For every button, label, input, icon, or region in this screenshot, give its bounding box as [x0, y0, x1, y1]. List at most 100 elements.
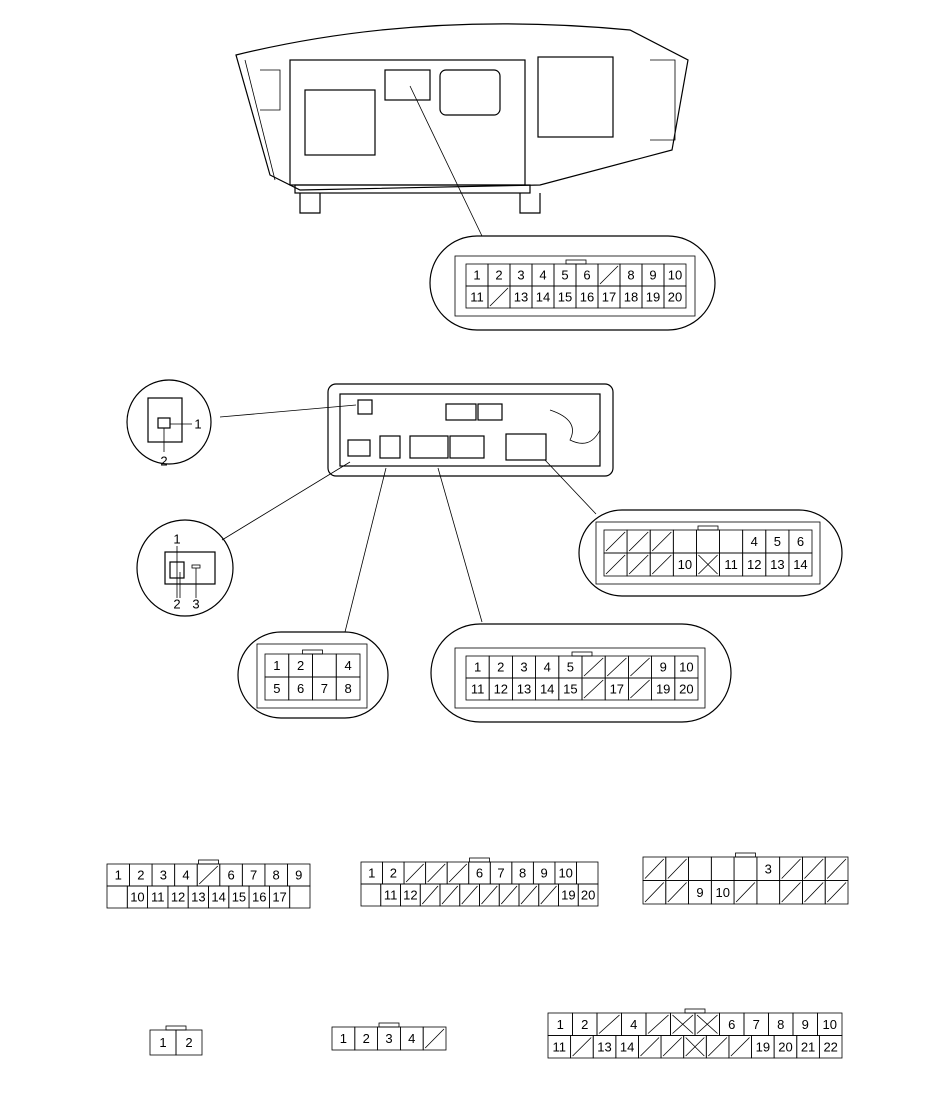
pin-number: 8 — [345, 681, 352, 696]
pin-number: 9 — [295, 868, 302, 883]
unused-pin-mark — [672, 1014, 694, 1034]
pin-number: 11 — [471, 682, 485, 697]
pin-number: 5 — [774, 534, 781, 549]
pin-cell — [312, 653, 337, 678]
pin-number: 20 — [668, 290, 682, 305]
unused-pin-mark — [598, 1014, 620, 1034]
pin-number: 2 — [363, 1031, 370, 1046]
pin-number: 19 — [561, 888, 575, 903]
pin-number: 5 — [561, 268, 568, 283]
unused-pin-mark — [605, 531, 626, 552]
unused-pin-mark — [804, 858, 824, 879]
pin-number: 12 — [494, 682, 508, 697]
unused-pin-mark — [572, 1037, 592, 1057]
pin-number: 11 — [724, 557, 738, 572]
connector-latch — [198, 859, 219, 865]
pin-cell — [710, 856, 735, 881]
unused-pin-mark — [424, 1028, 445, 1049]
pin-number: 1 — [474, 660, 481, 675]
pin-number: 12 — [747, 557, 761, 572]
pin-number: 4 — [544, 660, 551, 675]
unused-pin-mark — [605, 554, 626, 575]
pin-number: 9 — [660, 660, 667, 675]
pin-number: 2 — [495, 268, 502, 283]
pin-number: 15 — [563, 682, 577, 697]
pin-cell — [289, 885, 311, 909]
pin-number: 6 — [728, 1017, 735, 1032]
unused-pin-mark — [489, 287, 509, 307]
pin-cell — [719, 529, 744, 554]
pin-number: 19 — [756, 1039, 770, 1054]
pin-cell — [663, 285, 687, 309]
pin-cell — [756, 880, 781, 905]
pin-number: 13 — [517, 682, 531, 697]
pin-number: 9 — [541, 866, 548, 881]
unused-pin-mark — [640, 1037, 660, 1057]
pin-number: 8 — [273, 868, 280, 883]
unused-pin-mark — [461, 885, 478, 905]
pin-number: 3 — [517, 268, 524, 283]
pin-number: 5 — [567, 660, 574, 675]
pin-number: 13 — [770, 557, 784, 572]
unused-pin-mark — [696, 1014, 718, 1034]
unused-pin-mark — [583, 679, 604, 699]
unused-pin-mark — [448, 863, 468, 883]
pin-number: 4 — [182, 868, 189, 883]
unused-pin-mark — [421, 885, 439, 905]
pin-number: 21 — [801, 1039, 815, 1054]
unused-pin-mark — [606, 657, 627, 677]
pin-number: 14 — [211, 890, 225, 905]
unused-pin-mark — [628, 531, 649, 552]
pin-number: 19 — [656, 682, 670, 697]
pin-number: 17 — [272, 890, 286, 905]
pin-cell — [674, 677, 699, 701]
pin-number: 7 — [321, 681, 328, 696]
unused-pin-mark — [651, 554, 672, 575]
pin-number: 7 — [497, 866, 504, 881]
pin-number: 19 — [646, 290, 660, 305]
pin-cell — [688, 856, 712, 881]
pin-number: 2 — [185, 1035, 192, 1050]
pin-number: 3 — [160, 868, 167, 883]
pin-number: 5 — [273, 681, 280, 696]
pin-cell — [824, 880, 849, 905]
pin-number: 15 — [558, 290, 572, 305]
unused-pin-mark — [520, 885, 538, 905]
pin-label: 3 — [192, 597, 199, 612]
pin-number: 9 — [802, 1017, 809, 1032]
pin-number: 6 — [797, 534, 804, 549]
connector-latch — [302, 649, 323, 655]
pin-number: 6 — [476, 866, 483, 881]
pin-number: 16 — [580, 290, 594, 305]
unused-pin-mark — [198, 865, 219, 885]
unused-pin-mark — [540, 885, 557, 905]
pin-number: 14 — [540, 682, 554, 697]
pin-number: 11 — [470, 290, 484, 305]
head-unit-drawing — [235, 23, 689, 214]
pin-label: 1 — [173, 532, 180, 547]
pin-number: 18 — [624, 290, 638, 305]
unused-pin-mark — [651, 531, 672, 552]
pin-number: 20 — [778, 1039, 792, 1054]
pin-number: 20 — [679, 682, 693, 697]
rear-panel-drawing — [327, 383, 614, 477]
pin-number: 13 — [597, 1039, 611, 1054]
pin-number: 6 — [227, 868, 234, 883]
pin-cell — [576, 861, 599, 885]
unused-pin-mark — [826, 858, 847, 879]
pin-number: 2 — [497, 660, 504, 675]
unused-pin-mark — [644, 882, 665, 903]
unused-pin-mark — [685, 1037, 705, 1057]
pin-label: 2 — [173, 597, 180, 612]
pin-number: 13 — [191, 890, 205, 905]
pin-number: 2 — [390, 866, 397, 881]
pin-number: 8 — [777, 1017, 784, 1032]
connector-latch — [571, 651, 593, 657]
unused-pin-mark — [698, 554, 718, 575]
pin-number: 1 — [340, 1031, 347, 1046]
